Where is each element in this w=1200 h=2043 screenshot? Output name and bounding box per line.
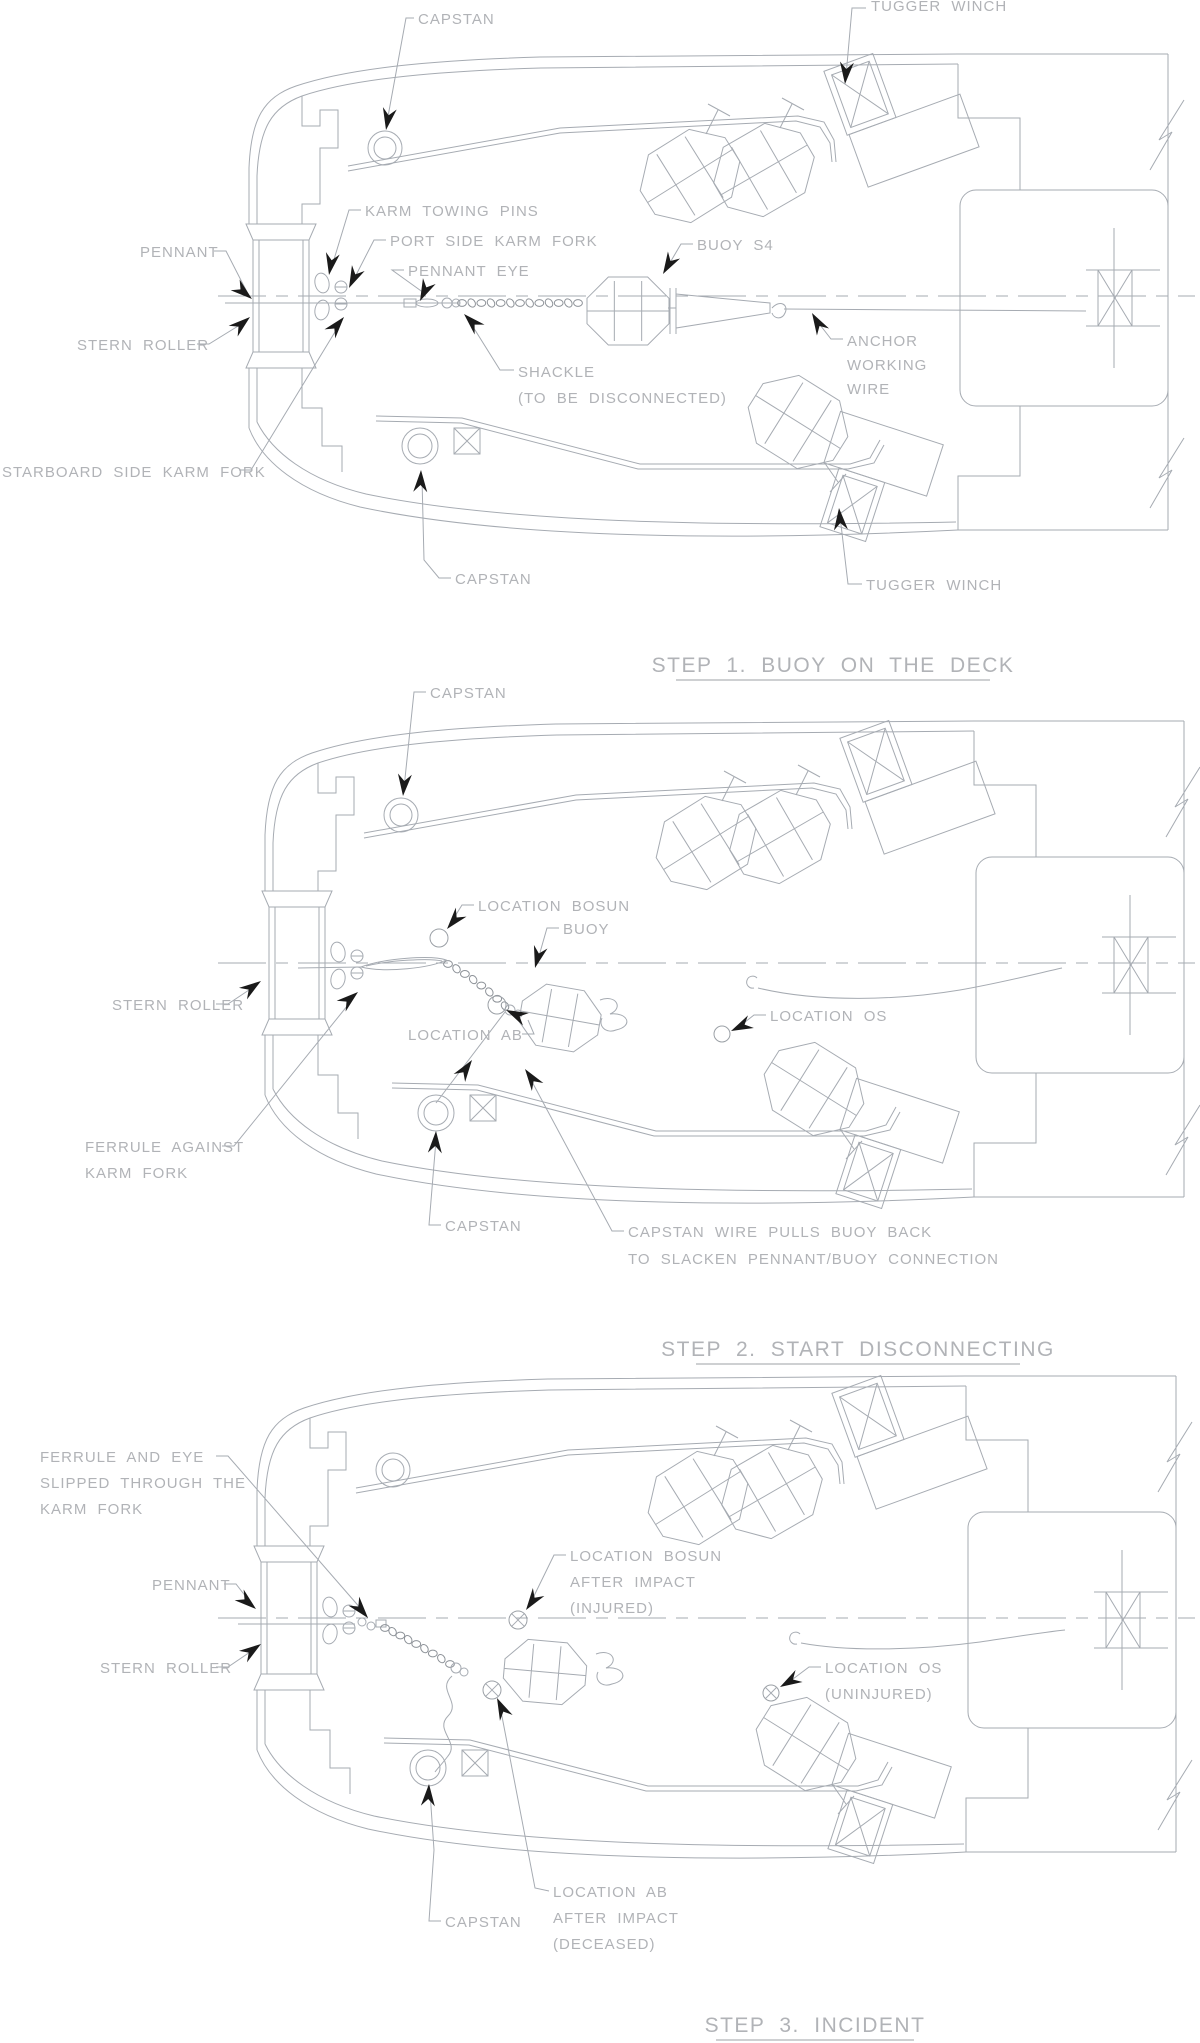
step1-label-pennant: PENNANT — [140, 244, 252, 299]
step1-label-capstan-top: CAPSTAN — [382, 11, 495, 130]
step3-label-ferrule-and-eye-note-line3: KARM FORK — [40, 1501, 143, 1518]
step2-label-ferrule-against-karm-fork-line2: KARM FORK — [85, 1165, 188, 1182]
step2-label-location-os: LOCATION OS — [731, 1008, 887, 1031]
step1-label-anchor-working-wire: ANCHOR WORKING WIRE — [812, 313, 927, 398]
step3-label-location-ab-after-impact: LOCATION AB AFTER IMPACT (DECEASED) — [497, 1698, 679, 1953]
step3-marker-bosun — [508, 1610, 528, 1630]
step1-label-capstan-bottom-line1: CAPSTAN — [455, 571, 532, 588]
step2-title-text: STEP 2. START DISCONNECTING — [661, 1338, 1055, 1361]
step2-label-ferrule-against-karm-fork: FERRULE AGAINST KARM FORK — [85, 992, 358, 1182]
step2-label-capstan-top-line1: CAPSTAN — [430, 685, 507, 702]
step3-label-location-bosun-after-impact-line3: (INJURED) — [570, 1600, 654, 1617]
step2-label-location-os-line1: LOCATION OS — [770, 1008, 887, 1025]
step1-label-tugger-winch-bottom: TUGGER WINCH — [833, 508, 1002, 594]
step2-label-capstan-bottom-line1: CAPSTAN — [445, 1218, 522, 1235]
step2-label-stern-roller-line1: STERN ROLLER — [112, 997, 244, 1014]
step1-diagram — [218, 52, 1195, 543]
step3-label-location-os-uninjured-line2: (UNINJURED) — [825, 1686, 933, 1703]
step3-label-pennant: PENNANT — [152, 1577, 256, 1609]
step1-label-shackle: SHACKLE (TO BE DISCONNECTED) — [464, 314, 727, 407]
step2-label-location-bosun-line1: LOCATION BOSUN — [478, 898, 630, 915]
step2-label-buoy-line1: BUOY — [563, 921, 610, 938]
step2-label-buoy: BUOY — [533, 921, 610, 968]
step1-label-anchor-working-wire-line3: WIRE — [847, 381, 890, 398]
step3-label-location-ab-after-impact-line3: (DECEASED) — [553, 1936, 656, 1953]
step2-label-location-ab-line1: LOCATION AB — [408, 1027, 523, 1044]
step1-label-stern-roller-line1: STERN ROLLER — [77, 337, 209, 354]
step1-label-buoy-s4: BUOY S4 — [663, 237, 774, 274]
step1-label-karm-towing-pins: KARM TOWING PINS — [325, 203, 539, 275]
step1-label-capstan-bottom: CAPSTAN — [413, 470, 531, 588]
step3-label-ferrule-and-eye-note-line2: SLIPPED THROUGH THE — [40, 1475, 246, 1492]
step2-label-location-ab: LOCATION AB — [408, 1010, 535, 1044]
step2-label-stern-roller: STERN ROLLER — [112, 981, 261, 1014]
step3-label-location-os-uninjured: LOCATION OS (UNINJURED) — [780, 1660, 942, 1703]
step1-label-shackle-line1: SHACKLE — [518, 364, 595, 381]
step1-label-port-side-karm-fork: PORT SIDE KARM FORK — [349, 233, 598, 288]
step1-label-pennant-eye: PENNANT EYE — [390, 263, 530, 301]
step3-label-location-bosun-after-impact-line1: LOCATION BOSUN — [570, 1548, 722, 1565]
step3-label-location-os-uninjured-line1: LOCATION OS — [825, 1660, 942, 1677]
step2-label-capstan-wire-note: CAPSTAN WIRE PULLS BUOY BACK TO SLACKEN P… — [525, 1069, 999, 1268]
step1-label-tugger-winch-top-line1: TUGGER WINCH — [871, 0, 1007, 15]
step1-label-shackle-line2: (TO BE DISCONNECTED) — [518, 390, 727, 407]
step2-label-capstan-bottom: CAPSTAN — [427, 1131, 522, 1235]
step1-label-tugger-winch-bottom-line1: TUGGER WINCH — [866, 577, 1002, 594]
step1-label-anchor-working-wire-line2: WORKING — [847, 357, 927, 374]
step3-title: STEP 3. INCIDENT — [705, 2014, 926, 2041]
step1-label-pennant-eye-line1: PENNANT EYE — [408, 263, 530, 280]
step2-marker-ab — [487, 995, 507, 1015]
step3-marker-os — [762, 1684, 780, 1702]
step2-label-ferrule-against-karm-fork-line1: FERRULE AGAINST — [85, 1139, 244, 1156]
step3-label-location-ab-after-impact-line2: AFTER IMPACT — [553, 1910, 679, 1927]
step3-label-location-bosun-after-impact: LOCATION BOSUN AFTER IMPACT (INJURED) — [526, 1548, 722, 1617]
step3-label-stern-roller-line1: STERN ROLLER — [100, 1660, 232, 1677]
step2-label-capstan-top: CAPSTAN — [397, 685, 507, 796]
step3-label-location-ab-after-impact-line1: LOCATION AB — [553, 1884, 668, 1901]
annotations-layer: CAPSTAN TUGGER WINCH PENNANT STERN ROLLER KA… — [2, 0, 1055, 2041]
step1-label-buoy-s4-line1: BUOY S4 — [697, 237, 774, 254]
step2-diagram — [218, 719, 1200, 1210]
step3-title-text: STEP 3. INCIDENT — [705, 2014, 926, 2037]
step1-label-karm-towing-pins-line1: KARM TOWING PINS — [365, 203, 539, 220]
step3-label-capstan-bottom: CAPSTAN — [420, 1784, 522, 1931]
step3-label-pennant-line1: PENNANT — [152, 1577, 231, 1594]
step1-label-capstan-top-line1: CAPSTAN — [418, 11, 495, 28]
step2-marker-os — [713, 1025, 731, 1043]
step1-label-tugger-winch-top: TUGGER WINCH — [839, 0, 1007, 84]
step2-label-capstan-wire-note-line1: CAPSTAN WIRE PULLS BUOY BACK — [628, 1224, 932, 1241]
step1-label-starboard-side-karm-fork: STARBOARD SIDE KARM FORK — [2, 317, 344, 481]
step1-label-port-side-karm-fork-line1: PORT SIDE KARM FORK — [390, 233, 598, 250]
step1-title-text: STEP 1. BUOY ON THE DECK — [652, 654, 1015, 677]
step1-title: STEP 1. BUOY ON THE DECK — [652, 654, 1015, 681]
step1-label-anchor-working-wire-line1: ANCHOR — [847, 333, 918, 350]
step1-label-stern-roller: STERN ROLLER — [77, 317, 250, 354]
step3-label-ferrule-and-eye-note: FERRULE AND EYE SLIPPED THROUGH THE KARM F… — [40, 1449, 368, 1618]
step2-title: STEP 2. START DISCONNECTING — [661, 1338, 1055, 1365]
step3-label-stern-roller: STERN ROLLER — [100, 1644, 261, 1677]
step3-marker-ab — [482, 1680, 502, 1700]
step2-marker-bosun — [429, 928, 449, 948]
step2-label-capstan-wire-note-line2: TO SLACKEN PENNANT/BUOY CONNECTION — [628, 1251, 999, 1268]
step3-label-location-bosun-after-impact-line2: AFTER IMPACT — [570, 1574, 696, 1591]
step3-label-ferrule-and-eye-note-line1: FERRULE AND EYE — [40, 1449, 204, 1466]
step3-diagram — [218, 1374, 1195, 1865]
step1-label-pennant-line1: PENNANT — [140, 244, 219, 261]
step3-label-capstan-bottom-line1: CAPSTAN — [445, 1914, 522, 1931]
step1-label-starboard-side-karm-fork-line1: STARBOARD SIDE KARM FORK — [2, 464, 266, 481]
step2-label-location-bosun: LOCATION BOSUN — [447, 898, 630, 929]
